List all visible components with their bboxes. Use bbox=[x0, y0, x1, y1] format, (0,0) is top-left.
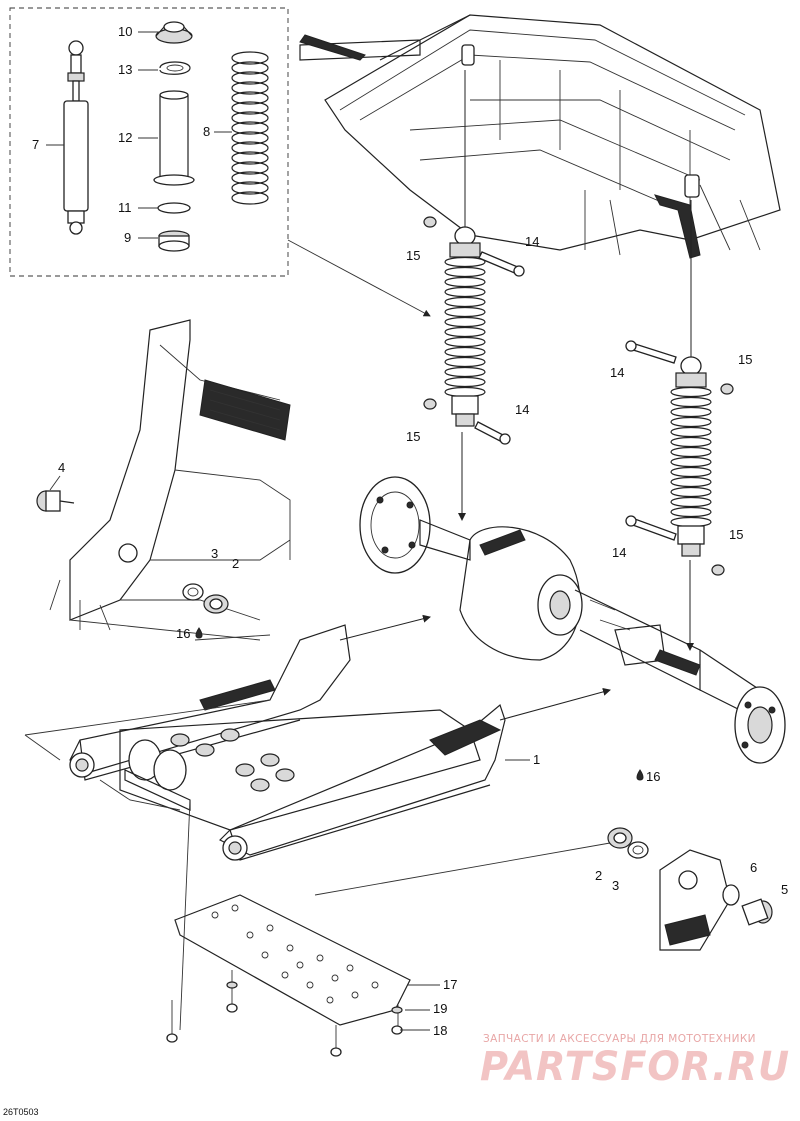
callout-15: 15 bbox=[738, 352, 752, 367]
bearings-left bbox=[182, 583, 229, 614]
skid-plate bbox=[174, 894, 411, 1026]
spring-adjuster bbox=[158, 230, 190, 252]
grease-drop-icon bbox=[636, 769, 644, 781]
shock-b-hardware bbox=[625, 340, 734, 576]
grease-drop-icon bbox=[195, 627, 203, 639]
coil-spring bbox=[231, 51, 269, 205]
bushing bbox=[36, 490, 75, 512]
callout-19: 19 bbox=[433, 1001, 447, 1016]
rear-shock-left bbox=[444, 226, 486, 427]
callout-15: 15 bbox=[729, 527, 743, 542]
vehicle-frame bbox=[299, 14, 781, 259]
callout-11: 11 bbox=[118, 200, 132, 215]
callout-6: 6 bbox=[750, 860, 757, 875]
shock-absorber-body bbox=[63, 40, 89, 235]
skid-plate-bolts bbox=[166, 970, 403, 1057]
bearings-right bbox=[607, 827, 649, 859]
callout-3: 3 bbox=[612, 878, 619, 893]
callout-9: 9 bbox=[124, 230, 131, 245]
swing-arm bbox=[69, 624, 506, 861]
callout-14: 14 bbox=[610, 365, 624, 380]
washer bbox=[157, 202, 191, 214]
callout-14: 14 bbox=[612, 545, 626, 560]
watermark-tagline: ЗАПЧАСТИ И АКСЕССУАРЫ ДЛЯ МОТОТЕХНИКИ bbox=[483, 1033, 756, 1045]
shock-a-hardware bbox=[423, 216, 525, 445]
callout-4: 4 bbox=[58, 460, 65, 475]
callout-14: 14 bbox=[525, 234, 539, 249]
watermark-logo: PARTSFOR.RU bbox=[480, 1044, 790, 1090]
callout-16: 16 bbox=[646, 769, 660, 784]
callout-1: 1 bbox=[533, 752, 540, 767]
callout-14: 14 bbox=[515, 402, 529, 417]
leader-lines bbox=[46, 31, 530, 1031]
watermark: ЗАПЧАСТИ И АКСЕССУАРЫ ДЛЯ МОТОТЕХНИКИ PA… bbox=[480, 1033, 790, 1090]
shock-components-inset bbox=[9, 7, 289, 277]
callout-8: 8 bbox=[203, 124, 210, 139]
callout-15: 15 bbox=[406, 429, 420, 444]
rear-axle bbox=[359, 476, 786, 764]
drawing-code: 26T0503 bbox=[3, 1107, 39, 1117]
retaining-clip bbox=[159, 61, 191, 75]
bushing-right bbox=[722, 884, 773, 926]
callout-5: 5 bbox=[781, 882, 788, 897]
callout-7: 7 bbox=[32, 137, 39, 152]
callout-13: 13 bbox=[118, 62, 132, 77]
callout-16: 16 bbox=[176, 626, 190, 641]
callout-3: 3 bbox=[211, 546, 218, 561]
callout-2: 2 bbox=[232, 556, 239, 571]
callout-15: 15 bbox=[406, 248, 420, 263]
callout-17: 17 bbox=[443, 977, 457, 992]
spring-sleeve bbox=[153, 90, 195, 186]
left-frame-section bbox=[49, 319, 291, 641]
callout-labels: 1 2 2 3 3 4 5 6 7 8 9 10 11 12 13 14 14 … bbox=[32, 24, 788, 1038]
callout-2: 2 bbox=[595, 868, 602, 883]
callout-12: 12 bbox=[118, 130, 132, 145]
callout-18: 18 bbox=[433, 1023, 447, 1038]
spring-cap bbox=[155, 21, 193, 44]
right-frame-bracket bbox=[659, 849, 731, 951]
rear-shock-right bbox=[670, 356, 712, 557]
callout-10: 10 bbox=[118, 24, 132, 39]
